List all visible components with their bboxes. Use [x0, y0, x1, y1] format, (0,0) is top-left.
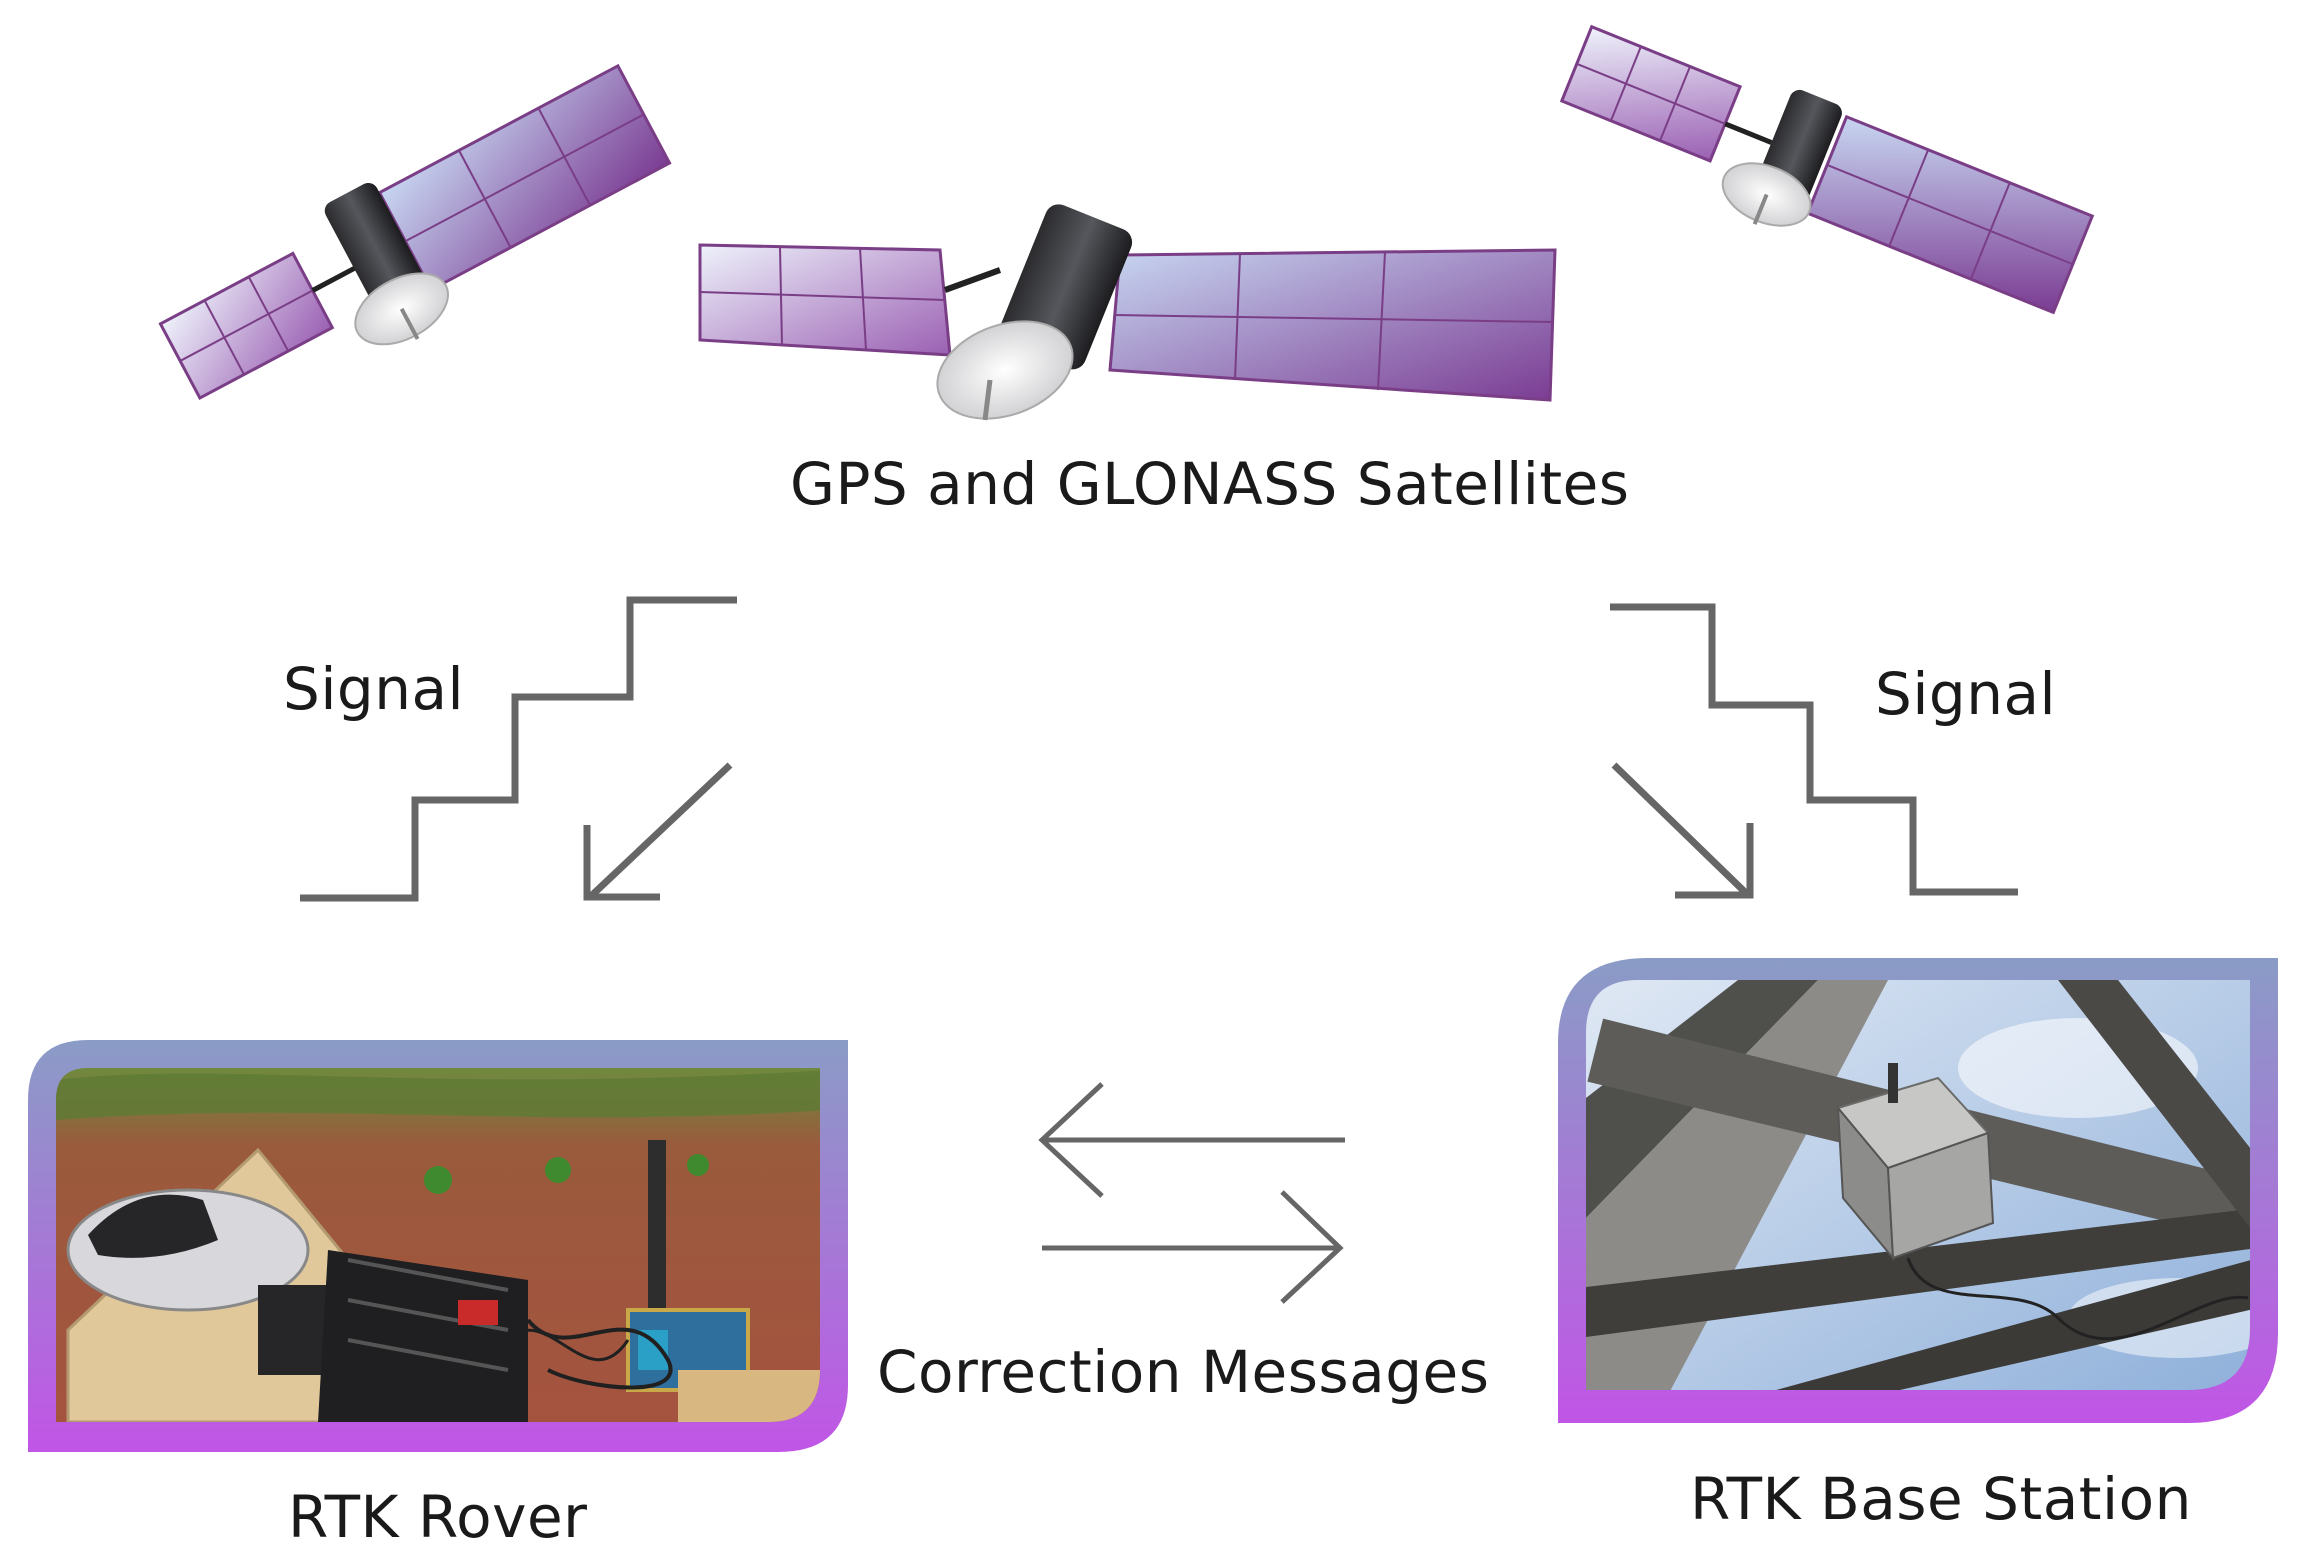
solar-panel-right-b: [1805, 114, 2095, 315]
satellites-illustration: [158, 24, 2095, 421]
satellites-label: GPS and GLONASS Satellites: [790, 450, 1630, 518]
solar-panel-right-a: [1559, 24, 1743, 163]
base-station-device: [1836, 1063, 2249, 1341]
signal-right-graphic: [1610, 603, 2018, 899]
solar-panel-center-a: [698, 243, 952, 357]
signal-right-arrow-shaft: [1611, 762, 1751, 898]
signal-left-label: Signal: [283, 655, 465, 723]
signal-right-staircase: [1610, 603, 2018, 896]
base-station-photo-frame: [1558, 958, 2278, 1423]
signal-left-arrow-head: [583, 825, 660, 901]
rover-label: RTK Rover: [288, 1483, 588, 1551]
correction-arrows: [1038, 1082, 1345, 1304]
signal-right-arrow-head: [1675, 823, 1754, 899]
satellite-left: [158, 63, 672, 401]
signal-left-graphic: [300, 596, 737, 902]
signal-right-label: Signal: [1875, 660, 2057, 728]
rover-photo-frame: [28, 1040, 848, 1452]
solar-panel-center-b: [1108, 248, 1557, 402]
satellite-center: [698, 204, 1557, 421]
arrow-left: [1038, 1082, 1345, 1198]
correction-label: Correction Messages: [877, 1338, 1490, 1406]
signal-left-arrow-shaft: [587, 762, 733, 900]
arrow-right: [1042, 1190, 1344, 1304]
satellite-right: [1559, 24, 2095, 315]
base-station-label: RTK Base Station: [1690, 1465, 2192, 1533]
solar-panel-left-b: [377, 63, 672, 292]
solar-panel-left-a: [158, 251, 335, 401]
signal-left-staircase: [300, 596, 737, 902]
